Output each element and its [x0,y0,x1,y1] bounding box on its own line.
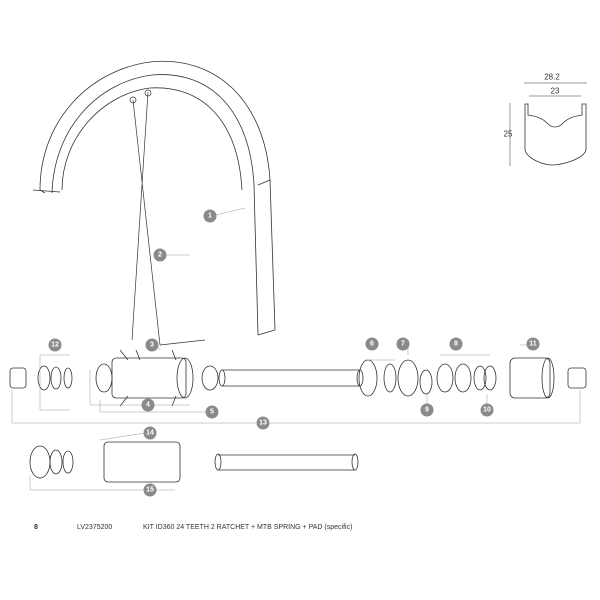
callout-8[interactable]: 8 [449,337,463,351]
leader-lines [11,207,581,491]
callout-9[interactable]: 9 [420,403,434,417]
callout-14[interactable]: 14 [143,426,157,440]
callout-10[interactable]: 10 [480,403,494,417]
callout-5[interactable]: 5 [205,405,219,419]
callout-7[interactable]: 7 [396,337,410,351]
callout-6[interactable]: 6 [365,337,379,351]
hub-parts-row-2 [29,441,359,483]
footer-description: KIT ID360 24 TEETH 2 RATCHET + MTB SPRIN… [143,524,353,531]
rim [32,60,276,336]
rim-profile [509,82,587,166]
callout-11[interactable]: 11 [526,337,540,351]
callout-12[interactable]: 12 [48,338,62,352]
hub-parts-row [9,349,587,407]
footer-page-number: 8 [34,524,38,531]
callout-2[interactable]: 2 [153,248,167,262]
rim-height-label: 25 [503,129,513,139]
callout-4[interactable]: 4 [141,398,155,412]
callout-15[interactable]: 15 [143,483,157,497]
footer-part-code: LV2375200 [77,524,113,531]
rim-outer-width-label: 28.2 [544,72,560,82]
rim-inner-width-label: 23 [550,86,560,96]
spokes [129,89,206,346]
callout-3[interactable]: 3 [145,338,159,352]
callout-1[interactable]: 1 [203,209,217,223]
callout-13[interactable]: 13 [256,416,270,430]
